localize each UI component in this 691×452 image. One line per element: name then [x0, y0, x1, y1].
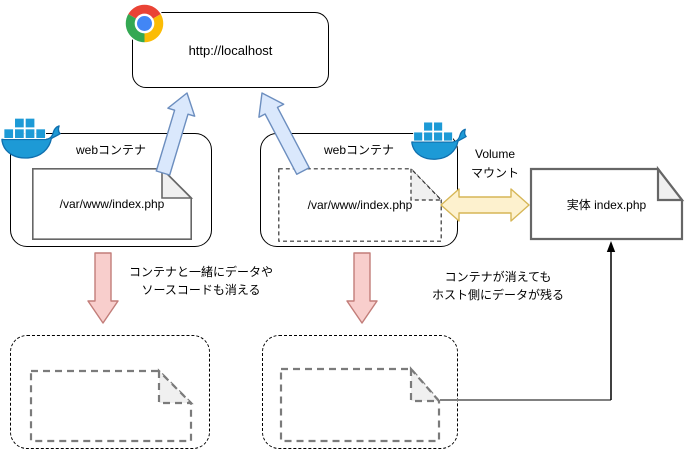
delete-arrow-right — [346, 252, 378, 324]
file-path-label-right: /var/www/index.php — [307, 198, 413, 212]
note-data-lost: コンテナと一緒にデータや ソースコードも消える — [128, 265, 273, 297]
container-file-right: /var/www/index.php — [278, 167, 443, 242]
volume-mount-label: Volume マウント — [470, 147, 519, 180]
ghost-file-right — [279, 366, 442, 443]
docker-icon — [0, 117, 62, 163]
ghost-file-left — [29, 368, 194, 443]
persist-connector-arrowhead — [606, 241, 616, 252]
chrome-icon — [122, 1, 167, 46]
browser-url: http://localhost — [188, 42, 273, 58]
browser-box: http://localhost — [132, 12, 329, 88]
container-label-right: webコンテナ — [323, 143, 394, 157]
container-file-left: /var/www/index.php — [32, 166, 194, 240]
delete-arrow-left — [87, 252, 119, 324]
host-file-label: 実体 index.php — [566, 197, 647, 212]
host-file: 実体 index.php — [529, 165, 685, 241]
note-data-persists: コンテナが消えても ホスト側にデータが残る — [431, 270, 564, 302]
docker-icon — [410, 121, 468, 164]
file-path-label-left: /var/www/index.php — [59, 197, 165, 211]
container-label-left: webコンテナ — [75, 143, 146, 157]
